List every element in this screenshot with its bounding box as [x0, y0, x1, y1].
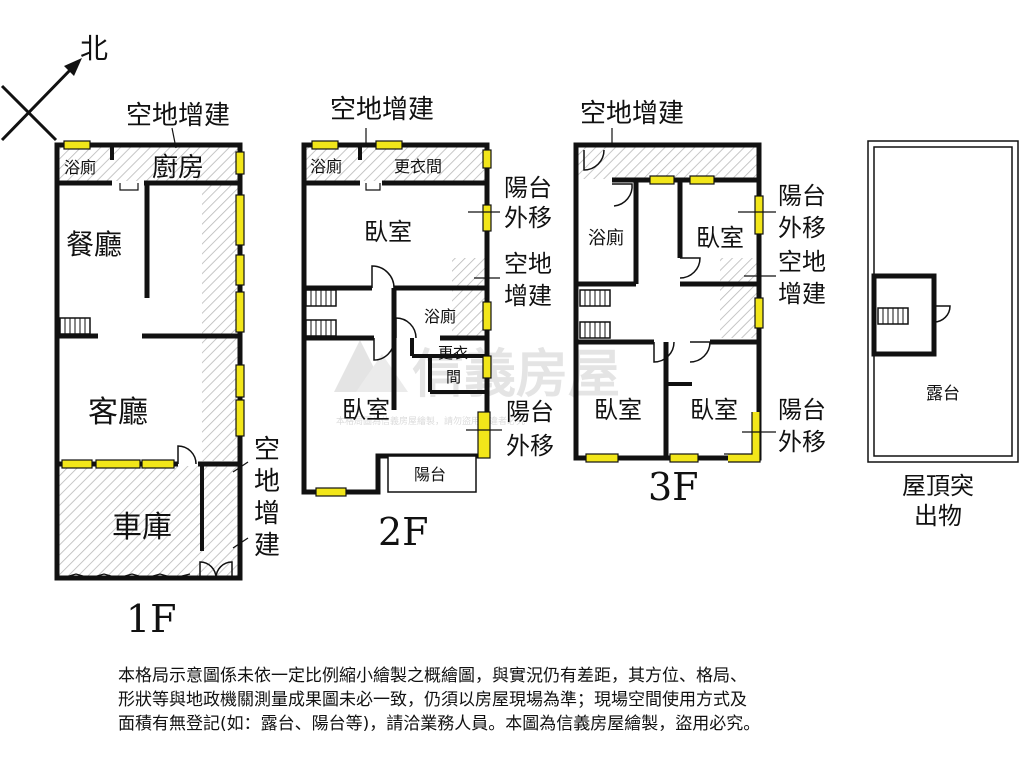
f3-bedroom-left-label: 臥室	[594, 396, 642, 424]
f2-balcony-move-bottom-2: 外移	[506, 432, 554, 460]
f2-bath-top-label: 浴廁	[310, 157, 342, 176]
f3-bedroom-top-label: 臥室	[696, 224, 744, 252]
f3-balcony-move-top-1: 陽台	[778, 182, 826, 210]
f2-balcony-move-top-2: 外移	[504, 204, 552, 232]
f1-living-label: 客廳	[88, 395, 148, 430]
roof-plan: 露台 屋頂突 出物	[867, 140, 1019, 530]
f1-floor-title: 1F	[126, 597, 177, 641]
f2-side-ext-2: 增建	[504, 282, 552, 310]
disclaimer-line-1: 本格局示意圖係未依一定比例縮小繪製之概繪圖，與實況仍有差距，其方位、格局、	[118, 666, 747, 686]
roof-title-2: 出物	[914, 502, 962, 530]
f1-bath-label: 浴廁	[64, 158, 96, 177]
f1-side-ext-char1: 空	[254, 435, 280, 465]
f3-bedroom-right-label: 臥室	[690, 396, 738, 424]
f2-closet-mid-label-1: 更衣	[438, 344, 468, 362]
f2-bedroom-bottom-label: 臥室	[342, 396, 390, 424]
f1-dining-label: 餐廳	[66, 228, 122, 261]
f3-floor-title: 3F	[648, 465, 699, 509]
north-compass: 北	[0, 32, 108, 142]
f1-side-ext-char3: 增	[254, 499, 280, 529]
f1-kitchen-label: 廚房	[152, 153, 204, 183]
f2-balcony-move-top-1: 陽台	[504, 174, 552, 202]
f3-side-ext-2: 增建	[778, 280, 826, 308]
f2-balcony-move-bottom-1: 陽台	[506, 398, 554, 426]
floor-1f-plan: 空地增建 浴廁 廚房 餐廳 客廳 車庫 空 地 增 建 1F	[54, 101, 280, 641]
f2-top-extension-label: 空地增建	[330, 95, 434, 125]
disclaimer-line-2: 形狀等與地政機關測量成果圖未必一致，仍須以房屋現場為準；現場空間使用方式及	[118, 690, 747, 710]
f2-floor-title: 2F	[378, 510, 429, 554]
north-label: 北	[80, 32, 108, 65]
f2-closet-top-label: 更衣間	[394, 157, 442, 176]
f1-side-ext-char4: 建	[254, 531, 280, 561]
floor-3f-plan: 空地增建 浴廁 臥室 臥室 臥室 陽台 外移 空地 增建 陽台 外移 3F	[573, 99, 826, 509]
f2-bath-mid-label: 浴廁	[424, 307, 456, 326]
f3-balcony-move-bottom-1: 陽台	[778, 396, 826, 424]
f2-closet-mid-label-2: 間	[446, 368, 461, 386]
f3-balcony-move-top-2: 外移	[778, 214, 826, 242]
f3-bath-label: 浴廁	[588, 227, 624, 249]
f2-side-ext-1: 空地	[504, 250, 552, 278]
disclaimer-line-3: 面積有無登記(如：露台、陽台等)，請洽業務人員。本圖為信義房屋繪製，盜用必究。	[118, 714, 761, 734]
f1-top-extension-label: 空地增建	[126, 101, 230, 131]
roof-terrace-label: 露台	[926, 384, 960, 404]
f3-top-extension-label: 空地增建	[580, 99, 684, 129]
f2-bedroom-top-label: 臥室	[364, 218, 412, 246]
f1-side-ext-char2: 地	[254, 467, 280, 497]
f1-garage-label: 車庫	[112, 510, 172, 545]
disclaimer-text: 本格局示意圖係未依一定比例縮小繪製之概繪圖，與實況仍有差距，其方位、格局、 形狀…	[118, 664, 918, 736]
floor-2f-plan: 空地增建 浴廁 更衣間 臥室 浴廁 更衣 間 臥室 陽台 陽台 外移 空地 增建…	[301, 95, 554, 554]
f2-balcony-label: 陽台	[414, 465, 446, 484]
f3-side-ext-1: 空地	[778, 248, 826, 276]
f3-balcony-move-bottom-2: 外移	[778, 428, 826, 456]
compass-arrow-line	[0, 64, 76, 142]
north-arrow-icon	[64, 58, 82, 76]
roof-title-1: 屋頂突	[902, 472, 974, 500]
